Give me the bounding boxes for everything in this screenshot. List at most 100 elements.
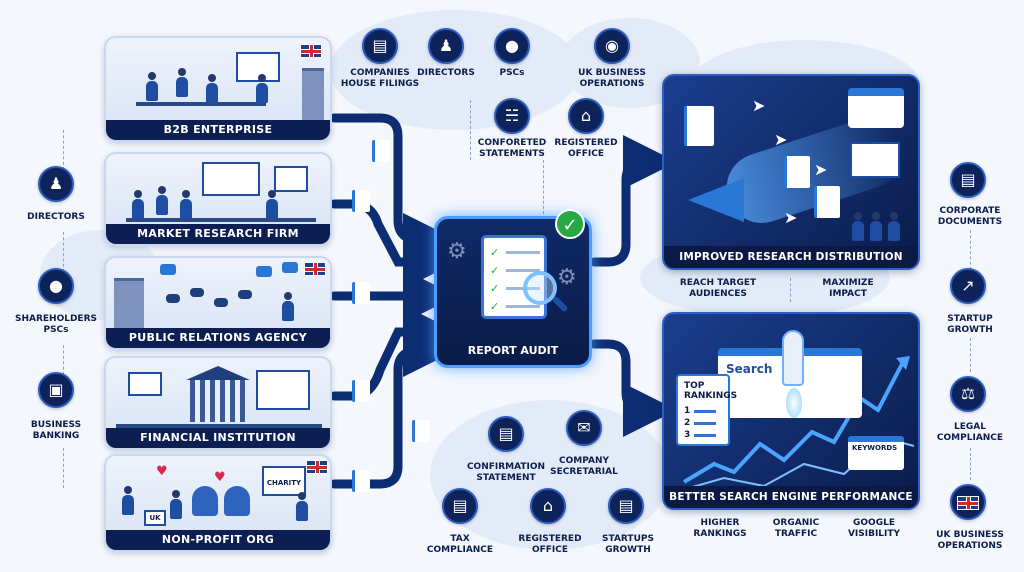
rank-number: 2: [684, 418, 716, 428]
sector-card-market-research[interactable]: MARKET RESEARCH FIRM: [104, 152, 332, 246]
uk-flag-icon: [306, 460, 328, 474]
benefit-organic-traffic: ORGANIC TRAFFIC: [772, 518, 820, 539]
connector-line: [970, 230, 971, 270]
document-icon: [784, 156, 810, 188]
bottom-label-secretarial: COMPANY SECRETARIAL: [550, 456, 618, 477]
sector-card-pr-agency[interactable]: PUBLIC RELATIONS AGENCY: [104, 256, 332, 350]
sector-card-non-profit[interactable]: ♥ ♥ CHARITY UK NON-PROFIT ORG: [104, 454, 332, 552]
right-label-corporate-documents: CORPORATE DOCUMENTS: [937, 206, 1003, 227]
sector-label: PUBLIC RELATIONS AGENCY: [106, 328, 330, 348]
gear-icon: ⚙: [557, 265, 577, 290]
magnifier-icon: [523, 271, 557, 305]
sector-card-b2b[interactable]: B2B ENTERPRISE: [104, 36, 332, 142]
connector-line: [63, 130, 64, 170]
card-board: [128, 372, 162, 396]
person-icon: [132, 190, 144, 220]
audience-board: [850, 142, 900, 178]
right-label-uk-business: UK BUSINESS OPERATIONS: [936, 530, 1004, 551]
report-audit-node[interactable]: ⚙ ⚙ ✓ ✓ ✓ ✓ ✓ REPORT AUDIT: [434, 209, 592, 368]
bottom-label-startups: STARTUPS GROWTH: [602, 534, 654, 555]
document-icon: ▤: [362, 28, 398, 64]
office-icon: ⌂: [568, 98, 604, 134]
connector-line: [790, 278, 791, 302]
megaphone-icon: [688, 178, 744, 222]
office-icon: ⌂: [530, 488, 566, 524]
top-label-companies-house: COMPANIES HOUSE FILINGS: [340, 68, 420, 89]
chat-bubble-icon: [282, 262, 298, 273]
arrow-document-icon: [352, 470, 370, 492]
benefit-higher-rankings: HIGHER RANKINGS: [693, 518, 747, 539]
outcome-panel-research-distribution[interactable]: ➤ ➤ ➤ ➤ IMPROVED RESEARCH DISTRIBUTION: [662, 74, 920, 270]
rocket-icon: [782, 330, 804, 386]
bank-scene: [106, 358, 330, 428]
connector-line: [63, 345, 64, 375]
heart-icon: ♥: [156, 464, 168, 479]
charity-scene: ♥ ♥ CHARITY UK: [106, 456, 330, 530]
outcome-panel-search-performance[interactable]: Search TOP RANKINGS 1 2 3 KEYWORDS BETTE…: [662, 312, 920, 510]
desk: [116, 424, 322, 428]
growth-chart-icon: ↗: [950, 268, 986, 304]
top-label-pscs: PSCs: [499, 68, 525, 78]
person-icon: [146, 72, 158, 102]
sector-label: NON-PROFIT ORG: [106, 530, 330, 550]
outcome-title: IMPROVED RESEARCH DISTRIBUTION: [664, 246, 918, 268]
heart-icon: ♥: [214, 470, 226, 485]
person-icon: [156, 186, 168, 216]
research-scene: [106, 154, 330, 224]
outcome-title: BETTER SEARCH ENGINE PERFORMANCE: [664, 486, 918, 508]
shareholders-icon: ●: [38, 268, 74, 304]
spreadsheet-board: [256, 370, 310, 410]
arrow-document-icon: [352, 190, 370, 212]
benefit-google-visibility: GOOGLE VISIBILITY: [847, 518, 901, 539]
connector-line: [543, 160, 544, 214]
pie-chart-board: [274, 166, 308, 192]
person-icon: [852, 212, 864, 242]
arrow-document-icon: [372, 140, 390, 162]
globe-icon: ◉: [594, 28, 630, 64]
building-icon: [114, 278, 144, 330]
bank-card-icon: ▣: [38, 372, 74, 408]
person-icon: [170, 490, 182, 520]
chart-board: [202, 162, 260, 196]
press-scene: [106, 258, 330, 330]
person-icon: [282, 292, 294, 322]
benefit-reach-target: REACH TARGET AUDIENCES: [679, 278, 757, 299]
secretarial-icon: ✉: [566, 410, 602, 446]
rank-number: 1: [684, 406, 716, 416]
bottom-label-tax: TAX COMPLIANCE: [426, 534, 494, 555]
keywords-card: KEYWORDS: [848, 436, 904, 470]
sector-card-financial-institution[interactable]: FINANCIAL INSTITUTION: [104, 356, 332, 450]
chat-bubble-icon: [256, 266, 272, 277]
bottom-label-confirmation: CONFIRMATION STATEMENT: [466, 462, 546, 483]
paper-plane-icon: ➤: [784, 208, 798, 227]
left-label-directors: DIRECTORS: [27, 212, 85, 222]
microphone-icon: [190, 288, 204, 297]
browser-magnifier-icon: [848, 88, 904, 128]
uk-flag-icon: [950, 484, 986, 520]
top-label-registered-office: REGISTERED OFFICE: [554, 138, 618, 159]
charity-sign: CHARITY: [262, 466, 306, 496]
documents-icon: ▤: [950, 162, 986, 198]
top-rankings-label: TOP RANKINGS: [684, 381, 738, 401]
top-label-statements: CONFORETED STATEMENTS: [477, 138, 547, 159]
check-badge-icon: ✓: [555, 209, 585, 239]
search-text: Search: [726, 362, 773, 376]
connector-line: [63, 232, 64, 272]
person-icon: [256, 74, 268, 104]
tax-icon: ▤: [442, 488, 478, 524]
connector-line: [63, 448, 64, 488]
gavel-icon: ⚖: [950, 376, 986, 412]
desk: [126, 218, 316, 222]
rocket-exhaust: [786, 388, 802, 418]
gear-icon: ⚙: [447, 239, 467, 264]
uk-flag-glyph: [957, 496, 979, 510]
benefit-maximize-impact: MAXIMIZE IMPACT: [822, 278, 874, 299]
microphone-icon: [166, 294, 180, 303]
growth-doc-icon: ▤: [608, 488, 644, 524]
center-title: REPORT AUDIT: [467, 344, 559, 357]
desk: [136, 102, 266, 106]
bottom-label-registered-office: REGISTERED OFFICE: [518, 534, 582, 555]
statement-icon: ▤: [488, 416, 524, 452]
bank-building-icon: [190, 380, 246, 422]
group-icon: ●: [494, 28, 530, 64]
